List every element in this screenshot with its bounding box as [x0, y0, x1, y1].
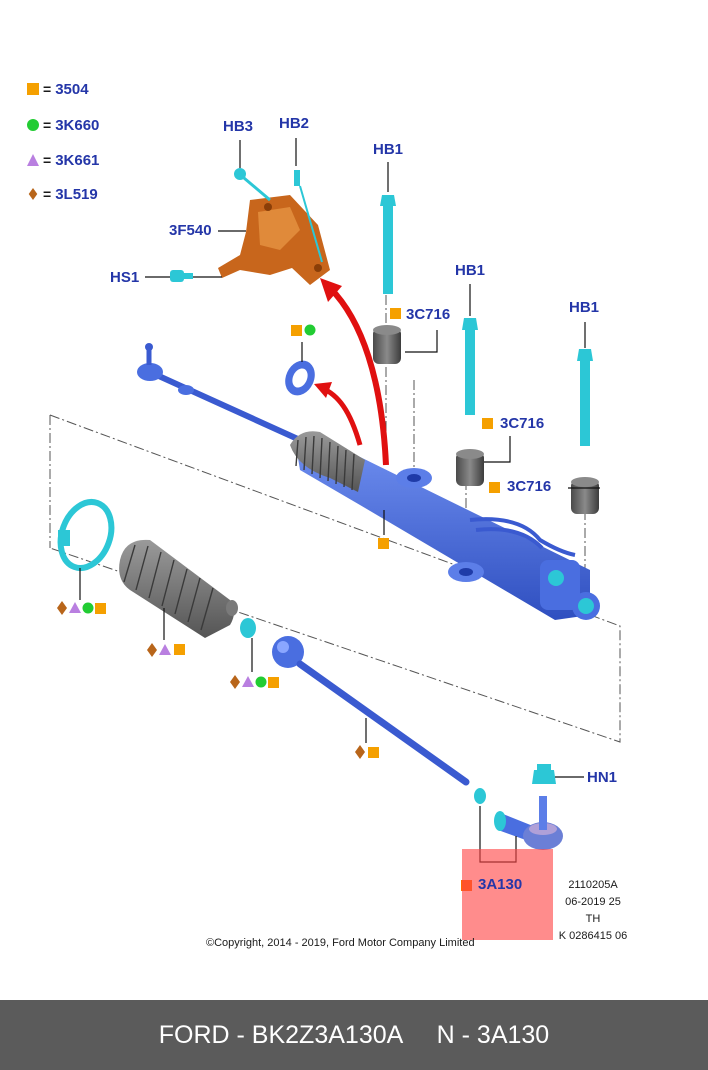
upper-tie-rod — [137, 343, 303, 443]
rubber-bushings — [373, 325, 599, 514]
green-circle-icon — [27, 119, 39, 131]
fasteners — [170, 168, 593, 804]
legend-equals: = — [43, 81, 52, 97]
callout-3f540: 3F540 — [169, 222, 212, 239]
steering-rack-housing — [290, 431, 600, 620]
legend-row: = 3K661 — [27, 150, 99, 170]
callout-hn1: HN1 — [587, 769, 618, 786]
legend-code: 3L519 — [55, 185, 98, 203]
legend-code: 3504 — [55, 80, 89, 98]
legend-row: = 3L519 — [27, 184, 98, 204]
callout-3c716: 3C716 — [507, 478, 552, 495]
reference-line: 06-2019 25 — [565, 896, 621, 908]
legend-code: 3K660 — [55, 116, 100, 134]
legend-row: = 3K660 — [27, 115, 99, 135]
direction-arrows — [314, 278, 389, 466]
legend-equals: = — [43, 117, 52, 133]
legend-row: = 3504 — [27, 79, 89, 99]
reference-line: K 0286415 06 — [558, 930, 628, 942]
mounting-bracket-3F540 — [218, 195, 330, 285]
part-number-label: FORD - BK2Z3A130A N - 3A130 — [158, 1020, 550, 1049]
selected-part-highlight — [462, 849, 553, 940]
callout-hb1: HB1 — [569, 299, 600, 316]
part-number-footer: FORD - BK2Z3A130A N - 3A130 — [0, 1000, 708, 1070]
brown-diamond-icon — [28, 188, 38, 200]
parts-diagram: = 3504 = 3K660 = 3K661 = 3L519 HB3 HB2 H… — [27, 79, 630, 949]
diagram-reference: 2110205A 06-2019 25 TH K 0286415 06 — [556, 877, 630, 945]
callout-3c716: 3C716 — [500, 415, 545, 432]
legend-equals: = — [43, 186, 52, 202]
assembly-centerlines — [49, 295, 621, 743]
callout-hb1: HB1 — [373, 141, 404, 158]
outer-tie-rod-end-3A130 — [494, 796, 563, 850]
legend-equals: = — [43, 152, 52, 168]
reference-line: TH — [585, 913, 601, 925]
callout-3a130[interactable]: 3A130 — [478, 876, 523, 893]
orange-square-icon — [27, 83, 39, 95]
inner-tie-rod — [272, 636, 470, 786]
callout-hb3: HB3 — [223, 118, 254, 135]
callout-hs1: HS1 — [110, 269, 140, 286]
reference-line: 2110205A — [568, 879, 618, 891]
bellows-boot — [119, 539, 238, 638]
purple-triangle-icon — [27, 154, 39, 166]
boot-clamp-ring — [57, 499, 115, 571]
callout-hb2: HB2 — [279, 115, 310, 132]
leader-lines — [79, 138, 600, 863]
callout-3c716: 3C716 — [406, 306, 451, 323]
diagram-drawing — [49, 138, 621, 891]
seal-ring — [285, 360, 315, 396]
callout-hb1: HB1 — [455, 262, 486, 279]
copyright-notice: ©Copyright, 2014 - 2019, Ford Motor Comp… — [206, 937, 475, 949]
legend-code: 3K661 — [55, 151, 100, 169]
material-symbols — [57, 308, 500, 891]
